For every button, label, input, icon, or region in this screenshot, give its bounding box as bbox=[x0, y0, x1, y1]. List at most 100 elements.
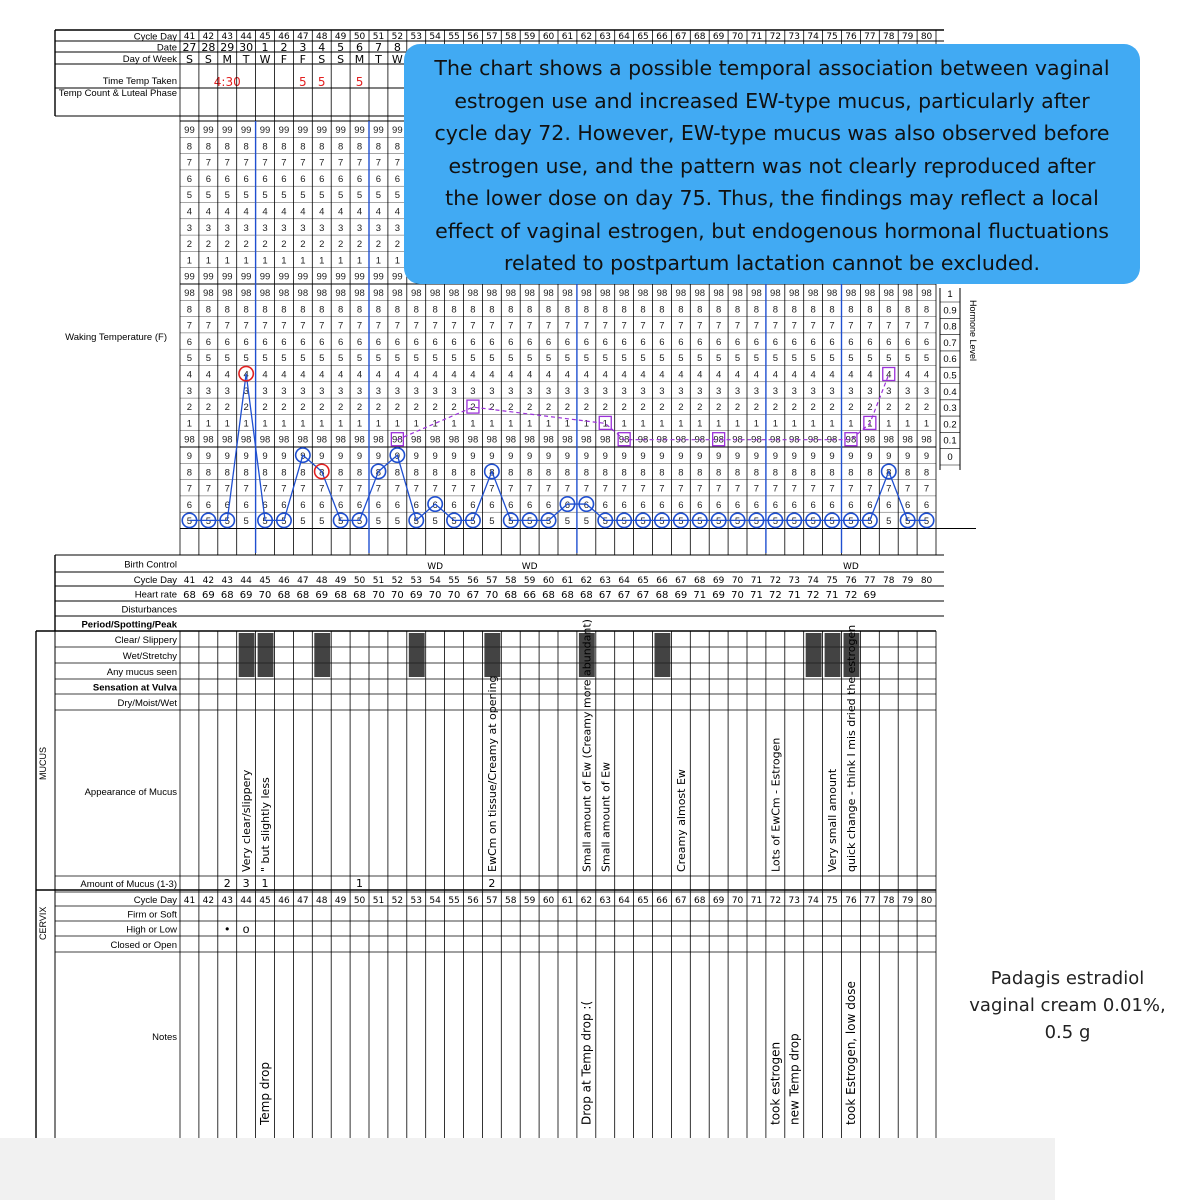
temp-digit: 6 bbox=[546, 337, 551, 348]
temp-digit: 99 bbox=[392, 125, 403, 136]
temp-digit: 6 bbox=[811, 337, 816, 348]
temp-digit: 98 bbox=[335, 435, 346, 446]
cycle-day-label: 64 bbox=[618, 32, 630, 42]
cycle-day-label: 55 bbox=[448, 896, 459, 906]
temp-digit: 5 bbox=[319, 516, 324, 527]
heart-rate-label: 70 bbox=[372, 590, 385, 601]
amount-mark: 1 bbox=[356, 877, 363, 890]
temp-digit: 9 bbox=[622, 451, 627, 462]
temp-digit: 3 bbox=[395, 386, 400, 397]
cycle-day-label: 48 bbox=[316, 896, 328, 906]
temp-digit: 8 bbox=[848, 467, 853, 478]
cycle-day-label: 60 bbox=[543, 576, 555, 586]
cycle-day-label: 50 bbox=[354, 576, 366, 586]
annotation-bubble bbox=[404, 44, 1140, 284]
temp-digit: 2 bbox=[395, 402, 400, 413]
temp-digit: 1 bbox=[470, 418, 475, 429]
temp-digit: 1 bbox=[300, 418, 305, 429]
temp-digit: 3 bbox=[867, 386, 872, 397]
temp-digit: 7 bbox=[848, 321, 853, 332]
temp-digit: 98 bbox=[600, 435, 611, 446]
heart-rate-label: 68 bbox=[561, 590, 574, 601]
temp-digit: 9 bbox=[187, 451, 192, 462]
temp-digit: 1 bbox=[244, 418, 249, 429]
cycle-day-label: 59 bbox=[524, 576, 536, 586]
temp-digit: 5 bbox=[697, 353, 702, 364]
side-note-line: vaginal cream 0.01%, bbox=[969, 995, 1166, 1016]
temp-digit: 98 bbox=[789, 288, 800, 299]
temp-digit: 7 bbox=[338, 484, 343, 495]
temp-digit: 8 bbox=[338, 141, 343, 152]
temp-digit: 2 bbox=[262, 239, 267, 250]
hormone-scale-label: 0.8 bbox=[943, 322, 956, 333]
temp-digit: 7 bbox=[867, 321, 872, 332]
temp-digit: 1 bbox=[357, 255, 362, 266]
heart-rate-label: 68 bbox=[504, 590, 517, 601]
mucus-shaded-cell bbox=[654, 633, 671, 677]
cycle-day-label: 45 bbox=[259, 896, 270, 906]
note-entry: took estrogen bbox=[768, 1042, 782, 1125]
temp-digit: 8 bbox=[300, 304, 305, 315]
temp-digit: 4 bbox=[319, 207, 324, 218]
hormone-point bbox=[863, 415, 877, 431]
temp-digit: 5 bbox=[886, 353, 891, 364]
temp-digit: 6 bbox=[848, 500, 853, 511]
temp-digit: 8 bbox=[206, 304, 211, 315]
temp-digit: 6 bbox=[792, 500, 797, 511]
side-note-line: 0.5 g bbox=[1044, 1022, 1091, 1043]
day-of-week-label: S bbox=[205, 53, 212, 66]
temp-digit: 2 bbox=[319, 239, 324, 250]
cycle-day-label: 57 bbox=[486, 32, 497, 42]
temp-digit: 6 bbox=[622, 500, 627, 511]
temp-digit: 98 bbox=[203, 288, 214, 299]
temp-digit: 5 bbox=[565, 516, 570, 527]
temp-point bbox=[181, 512, 198, 529]
temp-digit: 98 bbox=[921, 288, 932, 299]
temp-digit: 98 bbox=[392, 288, 403, 299]
temp-digit: 4 bbox=[508, 370, 513, 381]
temp-digit: 6 bbox=[924, 500, 929, 511]
temp-digit: 98 bbox=[543, 288, 554, 299]
temp-digit: 6 bbox=[451, 500, 456, 511]
temp-digit: 3 bbox=[905, 386, 910, 397]
temp-digit: 6 bbox=[735, 500, 740, 511]
cycle-day-label: 77 bbox=[864, 32, 875, 42]
cycle-day-label: 78 bbox=[883, 896, 895, 906]
temp-digit: 5 bbox=[811, 516, 816, 527]
temp-digit: 8 bbox=[470, 467, 475, 478]
temp-digit: 98 bbox=[316, 435, 327, 446]
temp-digit: 7 bbox=[244, 321, 249, 332]
temp-digit: 4 bbox=[395, 370, 400, 381]
temp-digit: 4 bbox=[811, 370, 816, 381]
temp-digit: 3 bbox=[206, 386, 211, 397]
heart-rate-label: 72 bbox=[845, 590, 858, 601]
temp-digit: 7 bbox=[659, 321, 664, 332]
temp-point bbox=[219, 512, 236, 529]
temp-digit: 98 bbox=[732, 288, 743, 299]
cycle-day-label: 67 bbox=[675, 576, 686, 586]
temp-digit: 98 bbox=[505, 288, 516, 299]
temp-digit: 7 bbox=[206, 321, 211, 332]
temp-digit: 7 bbox=[451, 484, 456, 495]
temp-digit: 2 bbox=[262, 402, 267, 413]
temp-digit: 8 bbox=[640, 304, 645, 315]
temp-digit: 1 bbox=[584, 418, 589, 429]
temp-digit: 6 bbox=[735, 337, 740, 348]
temp-digit: 7 bbox=[319, 158, 324, 169]
temp-digit: 1 bbox=[225, 255, 230, 266]
temp-digit: 5 bbox=[414, 353, 419, 364]
temp-digit: 3 bbox=[376, 223, 381, 234]
temp-digit: 6 bbox=[300, 174, 305, 185]
bottom-strip bbox=[0, 1138, 1055, 1200]
temp-digit: 3 bbox=[319, 223, 324, 234]
date-label: 8 bbox=[394, 41, 401, 54]
temp-digit: 8 bbox=[905, 467, 910, 478]
heart-rate-label: 69 bbox=[240, 590, 253, 601]
day-of-week-label: F bbox=[281, 53, 287, 66]
temp-digit: 8 bbox=[244, 141, 249, 152]
temp-digit: 1 bbox=[244, 255, 249, 266]
temp-digit: 1 bbox=[603, 418, 608, 429]
temp-digit: 5 bbox=[338, 190, 343, 201]
temp-digit: 7 bbox=[829, 321, 834, 332]
temp-digit: 8 bbox=[451, 304, 456, 315]
